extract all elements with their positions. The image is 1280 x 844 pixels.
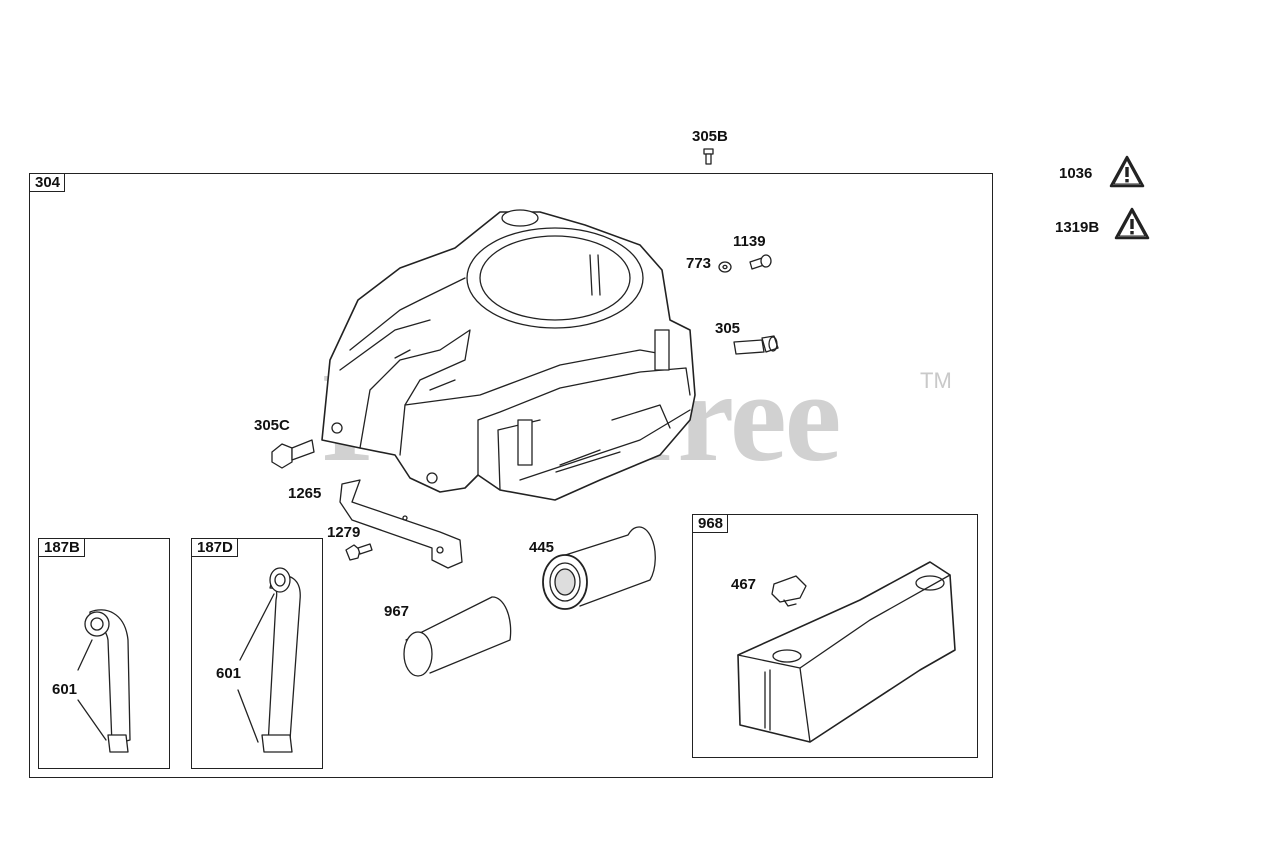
precleaner-967[interactable] — [403, 596, 512, 677]
callout-1139: 1139 — [733, 233, 766, 250]
inset-frame-187d: 187D — [191, 538, 323, 769]
inset-968-label: 968 — [692, 514, 729, 533]
inset-frame-968: 968 — [692, 514, 978, 758]
callout-305b: 305B — [692, 128, 728, 145]
warning-label-1319b: 1319B — [1055, 219, 1100, 236]
screw-305b[interactable] — [703, 148, 714, 165]
callout-1279: 1279 — [327, 524, 361, 541]
assembly-label: 304 — [29, 173, 66, 192]
callout-305c: 305C — [254, 417, 290, 434]
inset-187d-label: 187D — [191, 538, 238, 557]
tube-187d[interactable] — [237, 567, 301, 753]
callout-305: 305 — [715, 320, 741, 337]
callout-1265: 1265 — [288, 485, 322, 502]
callout-773: 773 — [686, 255, 712, 272]
warning-triangle-icon — [1109, 155, 1145, 188]
screw-1139[interactable] — [749, 254, 772, 270]
callout-467: 467 — [731, 576, 757, 593]
bolt-305c[interactable] — [271, 439, 315, 469]
assembly-frame-304: 304 — [29, 173, 993, 778]
warning-label-1036: 1036 — [1059, 165, 1093, 182]
inset-frame-187b: 187B — [38, 538, 170, 769]
bracket-1265[interactable] — [339, 479, 463, 569]
washer-773[interactable] — [718, 261, 732, 273]
callout-601-187d: 601 — [216, 665, 242, 682]
callout-445: 445 — [529, 539, 555, 556]
screw-1279[interactable] — [345, 543, 373, 561]
bolt-305[interactable] — [733, 335, 779, 355]
callout-967: 967 — [384, 603, 410, 620]
watermark-trademark: TM — [920, 368, 952, 393]
cap-467[interactable] — [771, 575, 807, 607]
blower-housing[interactable] — [321, 209, 696, 501]
callout-601-187b: 601 — [52, 681, 78, 698]
fuel-tank-968[interactable] — [737, 561, 956, 743]
warning-triangle-icon — [1114, 207, 1150, 240]
inset-187b-label: 187B — [38, 538, 85, 557]
tube-187b[interactable] — [77, 609, 131, 753]
filter-445[interactable] — [542, 526, 656, 610]
